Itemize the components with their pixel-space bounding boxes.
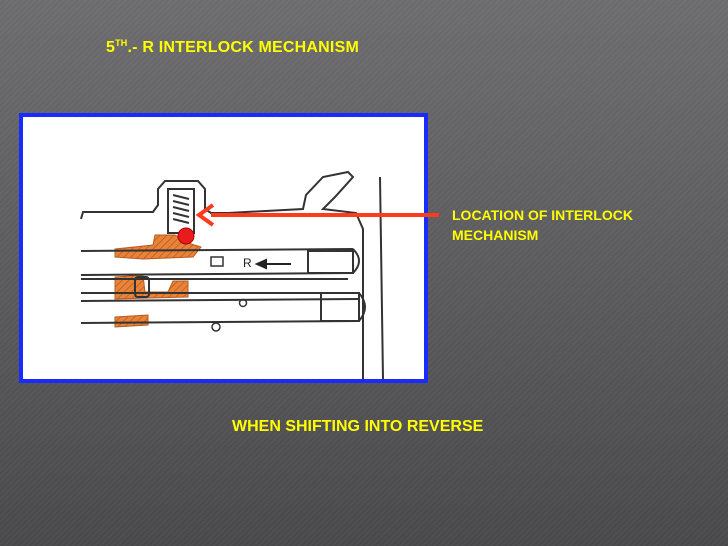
shift-rail-upper <box>80 248 360 276</box>
shift-rail-lower <box>80 292 366 324</box>
title-number: 5 <box>106 39 116 56</box>
housing-wall <box>379 176 384 379</box>
reverse-direction-arrow <box>254 258 291 270</box>
title-text: .- R INTERLOCK MECHANISM <box>127 39 359 56</box>
slide-title: 5TH.- R INTERLOCK MECHANISM <box>106 38 359 57</box>
plunger-bore <box>167 188 195 234</box>
interlock-location-callout: LOCATION OF INTERLOCK MECHANISM <box>452 205 712 245</box>
slide-caption: WHEN SHIFTING INTO REVERSE <box>232 418 484 435</box>
interlock-ball <box>177 227 195 245</box>
detent-spring <box>172 194 190 224</box>
interlock-diagram-drawing: R <box>80 170 384 379</box>
shift-rail-middle <box>81 276 348 298</box>
rail-hole-upper <box>238 298 248 308</box>
rail-label-r: R <box>243 256 252 270</box>
callout-line-2: MECHANISM <box>452 227 539 243</box>
rail-slot <box>210 256 224 267</box>
title-ordinal-suffix: TH <box>115 38 128 48</box>
hatched-interlock-block-lower <box>114 314 149 328</box>
interlock-diagram: R <box>19 113 428 383</box>
callout-arrow <box>195 203 439 227</box>
rail-hole-lower <box>211 322 221 332</box>
callout-line-1: LOCATION OF INTERLOCK <box>452 207 633 223</box>
